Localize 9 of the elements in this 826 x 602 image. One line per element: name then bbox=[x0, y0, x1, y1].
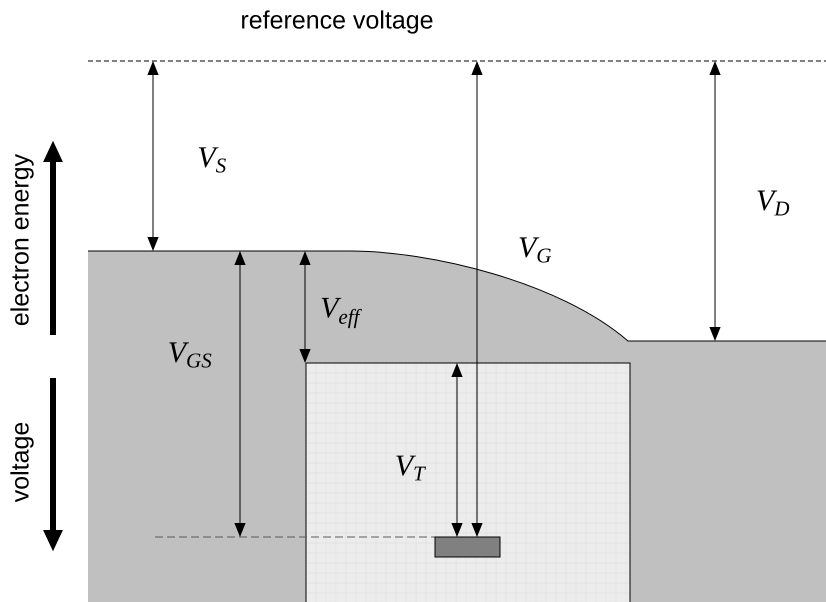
voltage-symbol: V$_{G}$ bbox=[520, 237, 552, 263]
axis-label: electron energy bbox=[10, 154, 34, 326]
reference-label: reference voltage bbox=[242, 10, 432, 34]
axis-label: voltage bbox=[10, 422, 34, 502]
voltage-symbol: V$_{S}$ bbox=[198, 147, 226, 173]
voltage-symbol: V$_{GS}$ bbox=[169, 342, 212, 368]
voltage-symbol: V$_{eff}$ bbox=[322, 298, 362, 328]
voltage-symbol: V$_{D}$ bbox=[758, 190, 790, 216]
voltage-symbol: V$_{T}$ bbox=[396, 456, 426, 480]
